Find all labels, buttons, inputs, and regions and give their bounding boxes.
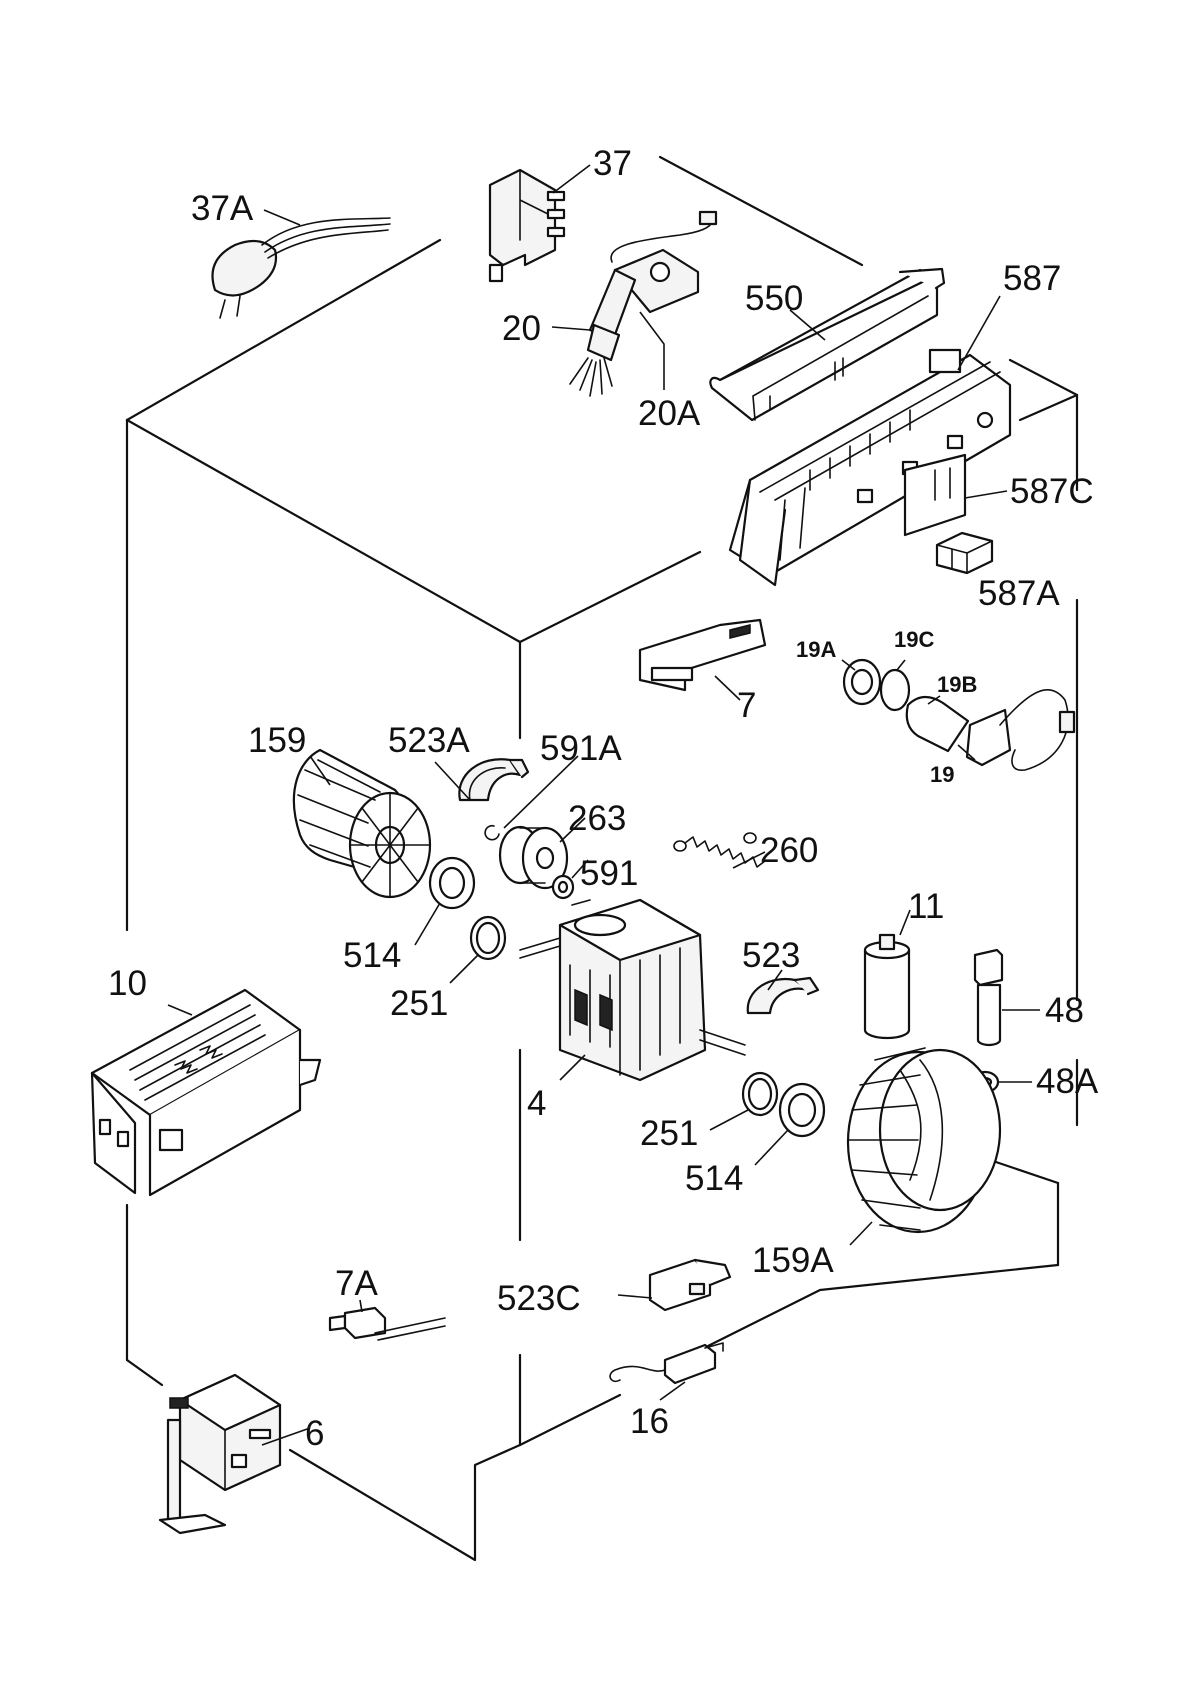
- pulley-263: [498, 817, 586, 890]
- label-16: 16: [630, 1402, 669, 1441]
- power-cord-37a: [211, 209, 391, 319]
- bearing-514-upper: [414, 856, 476, 946]
- label-523a: 523A: [388, 721, 470, 760]
- callout-labels: 37 37A 20 20A 550 587 587C 587A 7 19A 19…: [108, 144, 1099, 1453]
- label-550: 550: [745, 279, 803, 318]
- label-514-upper: 514: [343, 936, 401, 975]
- bearing-514-lower: [754, 1082, 826, 1166]
- label-6: 6: [305, 1414, 324, 1453]
- label-523c: 523C: [497, 1279, 581, 1318]
- label-48a: 48A: [1036, 1062, 1099, 1101]
- label-20: 20: [502, 309, 541, 348]
- spring-260: [673, 832, 766, 869]
- switch-523c: [617, 1258, 732, 1312]
- label-591a: 591A: [540, 729, 622, 768]
- label-251-lower: 251: [640, 1114, 698, 1153]
- ring-591: [551, 859, 589, 900]
- label-514-lower: 514: [685, 1159, 743, 1198]
- interlock-6: [158, 1373, 311, 1535]
- label-7: 7: [737, 686, 756, 725]
- label-159: 159: [248, 721, 306, 760]
- ring-251-upper: [449, 915, 507, 984]
- label-19c: 19C: [894, 627, 934, 652]
- micro-switch-7a: [328, 1299, 446, 1341]
- label-48: 48: [1045, 991, 1084, 1030]
- lamp-assembly-19: [841, 658, 1076, 771]
- label-11: 11: [908, 887, 944, 926]
- label-251-upper: 251: [390, 984, 448, 1023]
- label-587c-part: [903, 453, 1008, 537]
- label-4: 4: [527, 1084, 546, 1123]
- motor-4: [519, 898, 746, 1082]
- label-10: 10: [108, 964, 147, 1003]
- blower-fan-159a: [846, 1047, 1002, 1246]
- label-37: 37: [593, 144, 632, 183]
- label-260: 260: [760, 831, 818, 870]
- capacitor-11: [863, 909, 911, 1040]
- filter-37: [488, 164, 591, 283]
- cover-550: [709, 267, 946, 422]
- bracket-523a: [434, 758, 530, 802]
- label-19b: 19B: [937, 672, 977, 697]
- label-20a: 20A: [638, 394, 701, 433]
- part-48: [973, 948, 1040, 1047]
- keys-587a: [935, 531, 994, 575]
- switch-16: [609, 1342, 724, 1401]
- heater-10: [90, 988, 322, 1197]
- label-37a: 37A: [191, 189, 254, 228]
- label-587: 587: [1003, 259, 1061, 298]
- ring-251-lower: [709, 1071, 779, 1131]
- label-19a: 19A: [796, 637, 836, 662]
- label-19: 19: [930, 762, 954, 787]
- harness-20: [551, 210, 718, 397]
- label-587a: 587A: [978, 574, 1060, 613]
- label-159a: 159A: [752, 1241, 834, 1280]
- label-523: 523: [742, 936, 800, 975]
- door-switch-7: [638, 618, 767, 701]
- label-7a: 7A: [335, 1264, 378, 1303]
- bracket-523: [746, 969, 820, 1015]
- clip-591a: [484, 755, 579, 841]
- cabinet-outline: [125, 155, 1079, 1562]
- label-591: 591: [580, 854, 638, 893]
- label-263: 263: [568, 799, 626, 838]
- label-587c: 587C: [1010, 472, 1094, 511]
- drum-fan-159: [292, 748, 432, 899]
- board-587: [728, 295, 1012, 587]
